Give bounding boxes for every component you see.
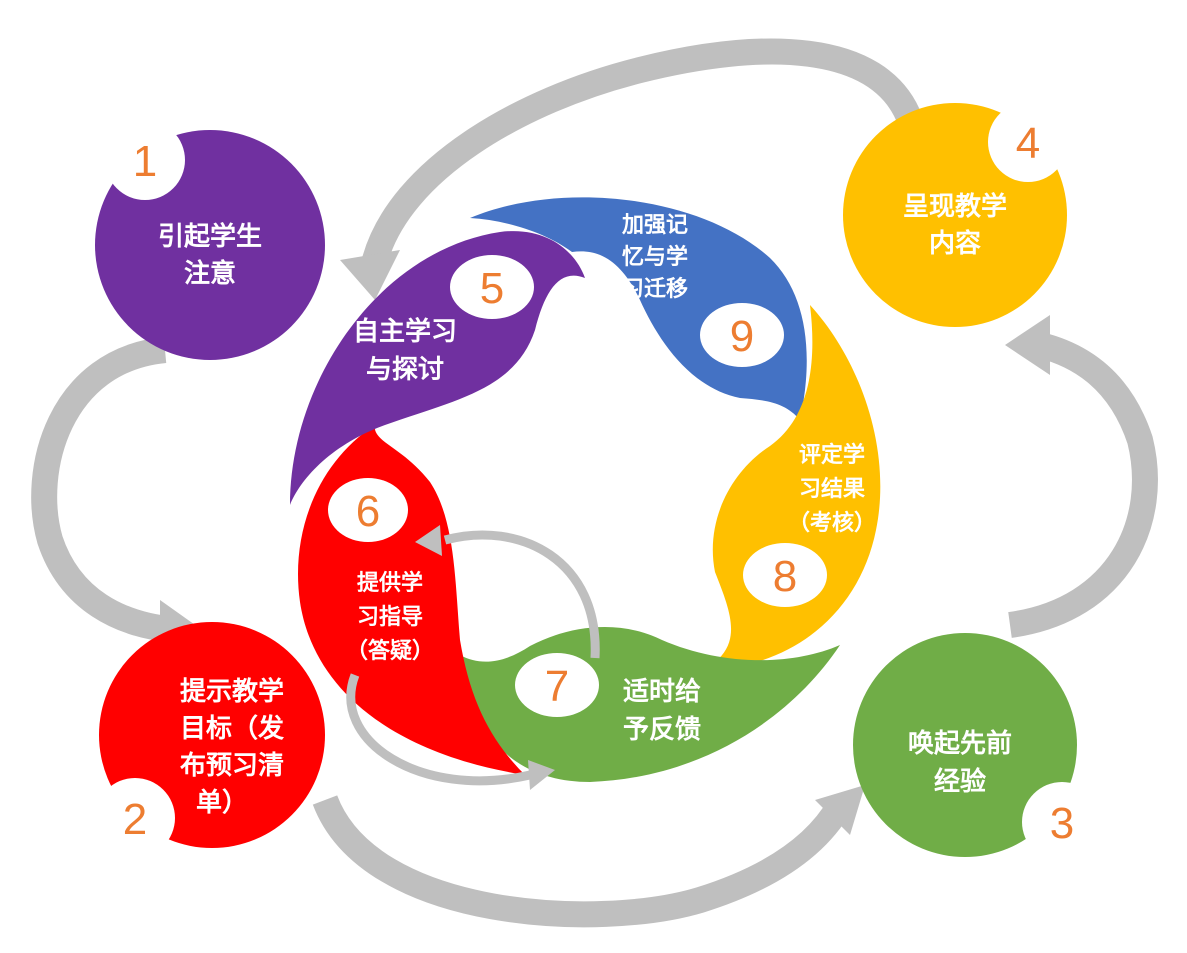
step-3-label-line2: 经验 <box>934 766 986 797</box>
step-5-blade: 5 自主学习 与探讨 <box>290 231 585 505</box>
step-8-number: 8 <box>773 552 797 601</box>
step-4-circle: 4 呈现教学 内容 <box>843 102 1068 327</box>
step-4-label-line1: 呈现教学 <box>903 191 1007 222</box>
step-2-number: 2 <box>123 795 147 844</box>
step-7-blade: 7 适时给 予反馈 <box>460 627 840 782</box>
arrow-6-to-7 <box>346 673 555 790</box>
step-6-label-line1: 提供学 <box>357 570 423 596</box>
step-2-label-line4: 单） <box>196 788 248 818</box>
step-9-number: 9 <box>730 312 754 361</box>
step-7-label-line1: 适时给 <box>623 676 701 707</box>
step-6-label-line2: 习指导 <box>357 605 423 630</box>
step-3-label-line1: 唤起先前 <box>908 728 1012 759</box>
step-2-circle: 2 提示教学 目标（发 布预习清 单） <box>95 622 325 858</box>
step-2-label-line1: 提示教学 <box>180 676 284 707</box>
step-2-label-line2: 目标（发 <box>180 713 284 744</box>
arrow-3-to-4 <box>1005 315 1158 638</box>
step-3-number: 3 <box>1050 799 1074 848</box>
step-2-label-line3: 布预习清 <box>180 751 284 781</box>
arrow-1-to-2 <box>31 337 205 660</box>
step-5-label-line1: 自主学习 <box>353 316 457 347</box>
step-1-circle: 1 引起学生 注意 <box>95 120 325 360</box>
step-1-number: 1 <box>133 137 157 186</box>
step-9-label-line2: 忆与学 <box>622 244 688 270</box>
step-9-label-line1: 加强记 <box>621 213 688 238</box>
step-6-label-line3: （答疑） <box>346 638 434 664</box>
arrow-4-to-5 <box>340 38 923 300</box>
step-4-number: 4 <box>1016 119 1040 168</box>
arrow-2-to-3 <box>312 785 865 928</box>
step-8-label-line3: （考核） <box>788 510 876 536</box>
step-1-label-line2: 注意 <box>184 258 236 289</box>
step-7-label-line2: 予反馈 <box>623 715 701 745</box>
step-9-label-line3: 习迁移 <box>622 276 688 302</box>
arrow-7-to-6 <box>415 525 600 659</box>
step-6-number: 6 <box>356 487 380 536</box>
step-9-blade: 9 加强记 忆与学 习迁移 <box>470 197 807 420</box>
step-5-number: 5 <box>480 264 504 313</box>
step-8-label-line1: 评定学 <box>799 442 865 468</box>
step-4-label-line2: 内容 <box>929 228 981 259</box>
step-7-number: 7 <box>545 662 569 711</box>
step-3-circle: 3 唤起先前 经验 <box>853 633 1102 862</box>
step-8-blade: 8 评定学 习结果 （考核） <box>712 305 881 665</box>
step-8-label-line2: 习结果 <box>799 476 865 502</box>
step-1-label-line1: 引起学生 <box>158 221 262 252</box>
step-5-label-line2: 与探讨 <box>366 355 444 385</box>
